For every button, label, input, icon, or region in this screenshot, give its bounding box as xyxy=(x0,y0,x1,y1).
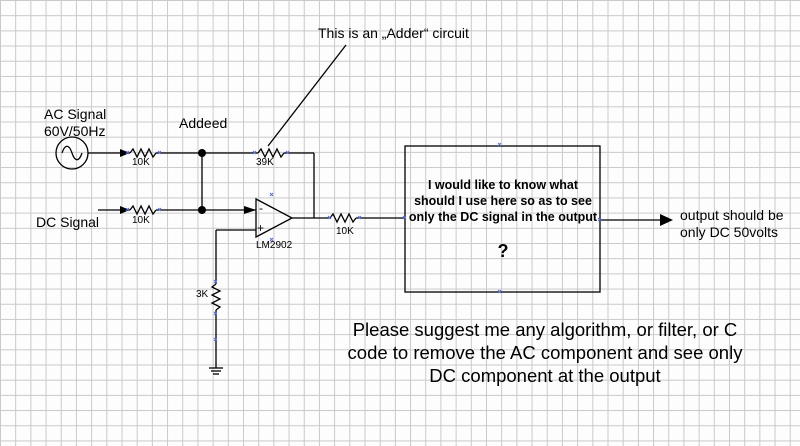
adder-annotation: This is an „Adder“ circuit xyxy=(318,25,469,41)
junction-dot xyxy=(198,149,206,157)
resistor-r-ac xyxy=(129,147,157,159)
ground-icon xyxy=(209,367,223,375)
main-question: Please suggest me any algorithm, or filt… xyxy=(347,319,743,386)
callout-line xyxy=(267,44,347,147)
r-ground-value: 3K xyxy=(196,289,209,300)
r-out-value: 10K xyxy=(336,226,354,237)
opamp-part-label: LM2902 xyxy=(256,240,293,251)
resistor-r-ground xyxy=(210,283,222,311)
opamp-plus-sign: + xyxy=(257,221,265,235)
pin-markers xyxy=(125,142,602,342)
arrow-ac-in xyxy=(120,149,130,157)
r-feedback-value: 39K xyxy=(256,157,274,168)
block-question-text: I would like to know what should I use h… xyxy=(408,178,598,224)
arrow-dc-in xyxy=(120,206,130,214)
ac-source-label: AC Signal 60V/50Hz xyxy=(44,106,107,139)
resistor-r-out xyxy=(329,212,357,224)
arrow-opamp-minus xyxy=(244,206,256,214)
r-dc-value: 10K xyxy=(132,215,150,226)
block-question-mark: ? xyxy=(497,241,509,261)
output-arrow-icon xyxy=(660,214,673,226)
junction-dot xyxy=(198,206,206,214)
resistor-r-dc xyxy=(129,204,157,216)
opamp-symbol xyxy=(255,197,294,239)
output-note: output should be only DC 50volts xyxy=(680,207,784,240)
node-label: Addeed xyxy=(179,115,228,131)
opamp-minus-sign: - xyxy=(259,201,263,215)
resistor-r-feedback xyxy=(257,147,285,159)
dc-source-label: DC Signal xyxy=(36,214,100,230)
ac-source-icon xyxy=(55,136,89,170)
r-ac-value: 10K xyxy=(132,157,150,168)
